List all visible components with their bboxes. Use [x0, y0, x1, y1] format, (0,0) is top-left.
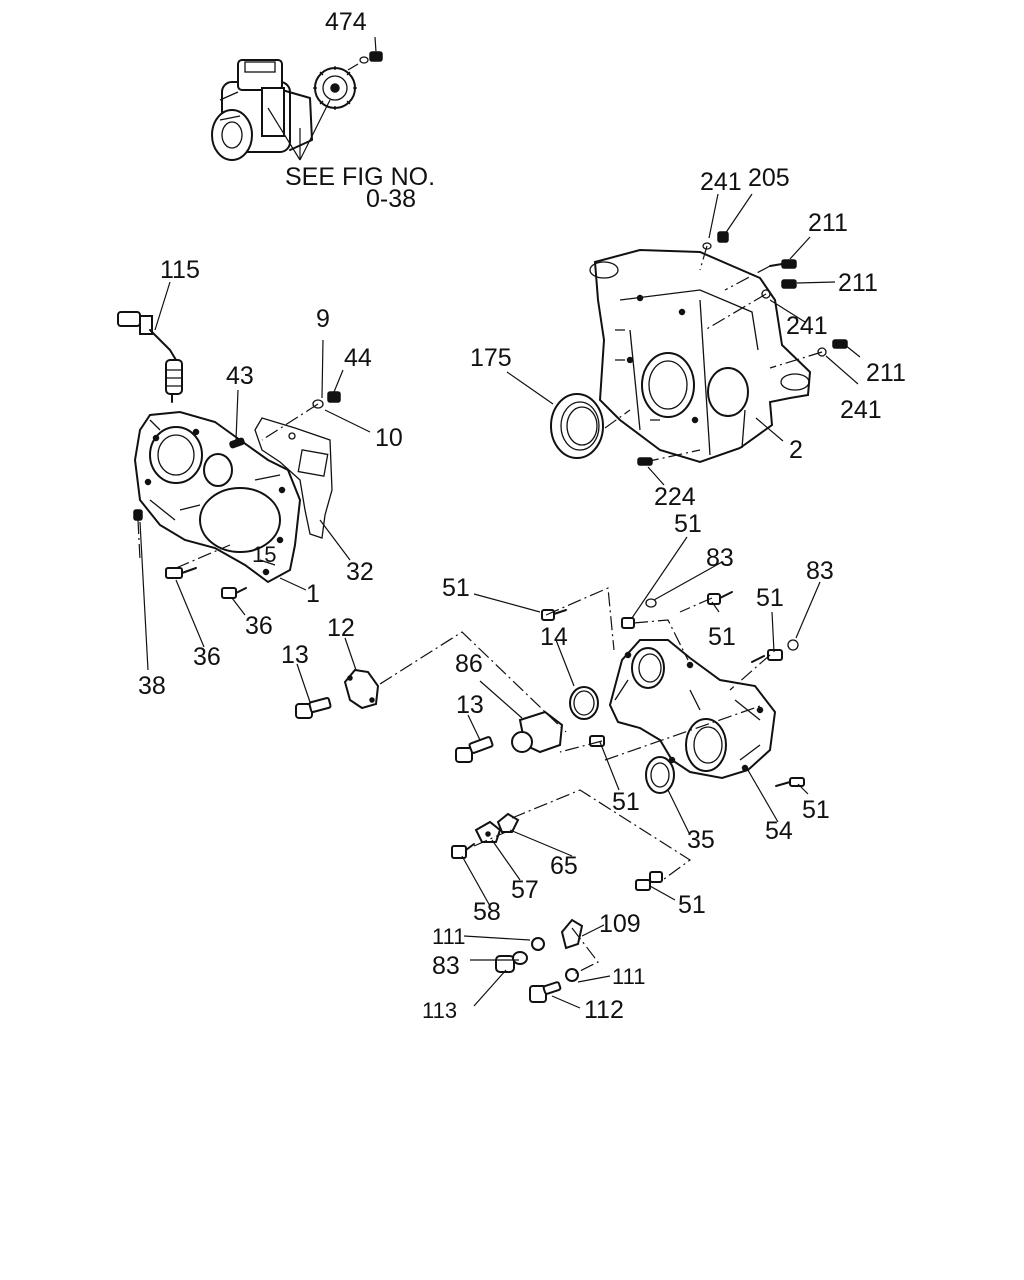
callout-1: 1	[306, 580, 320, 608]
callout-241: 241	[840, 396, 882, 424]
flywheel-guide-lines	[604, 245, 823, 463]
see-fig-number: 0-38	[366, 185, 416, 213]
callout-83: 83	[706, 544, 734, 572]
o-ring-14	[569, 686, 599, 720]
callout-241: 241	[700, 168, 742, 196]
callout-211: 211	[808, 209, 848, 237]
callout-13: 13	[281, 641, 309, 669]
see-fig-label: SEE FIG NO.	[285, 163, 435, 191]
bolt-13-upper	[295, 697, 332, 719]
cover-guide-lines	[379, 587, 771, 976]
callout-474: 474	[325, 8, 367, 36]
gasket-32	[254, 417, 333, 539]
callout-111: 111	[432, 924, 465, 949]
stud-51-lower	[635, 871, 663, 891]
callout-111: 111	[612, 964, 645, 989]
callout-83: 83	[432, 952, 460, 980]
flywheel-leaders	[506, 193, 861, 486]
callout-36: 36	[193, 643, 221, 671]
callout-51: 51	[674, 510, 702, 538]
callout-65: 65	[550, 852, 578, 880]
callout-12: 12	[327, 614, 355, 642]
oil-seal-175	[550, 393, 604, 459]
callout-43: 43	[226, 362, 254, 390]
callout-54: 54	[765, 817, 793, 845]
bolt-13-lower	[455, 736, 494, 763]
callout-211: 211	[866, 359, 906, 387]
callout-44: 44	[344, 344, 372, 372]
sensor-115	[117, 311, 183, 403]
callout-51: 51	[612, 788, 640, 816]
callout-51: 51	[756, 584, 784, 612]
compressor-gear	[313, 66, 357, 110]
callout-9: 9	[316, 305, 330, 333]
callout-10: 10	[375, 424, 403, 452]
bracket-65-57-58	[451, 812, 520, 859]
callout-112: 112	[584, 996, 624, 1024]
callout-14: 14	[540, 623, 568, 651]
callout-2: 2	[789, 436, 803, 464]
callout-38: 38	[138, 672, 166, 700]
callout-58: 58	[473, 898, 501, 926]
callout-51: 51	[802, 796, 830, 824]
callout-51: 51	[708, 623, 736, 651]
clamp-109-group	[495, 918, 584, 1003]
seal-35	[645, 756, 675, 794]
callout-13: 13	[456, 691, 484, 719]
callout-224: 224	[654, 483, 696, 511]
cover-12	[343, 668, 380, 710]
callout-83: 83	[806, 557, 834, 585]
callout-57: 57	[511, 876, 539, 904]
gear-nut-474	[347, 36, 383, 71]
case-leaders	[139, 281, 371, 671]
callout-205: 205	[748, 164, 790, 192]
callout-35: 35	[687, 826, 715, 854]
flywheel-housing	[589, 248, 812, 464]
callout-51: 51	[442, 574, 470, 602]
callout-32: 32	[346, 558, 374, 586]
callout-36: 36	[245, 612, 273, 640]
callout-113: 113	[422, 998, 457, 1023]
callout-51: 51	[678, 891, 706, 919]
gear-case-1: 15	[133, 410, 302, 584]
callout-175: 175	[470, 344, 512, 372]
air-compressor	[211, 59, 313, 161]
see-fig-leader	[267, 99, 331, 161]
front-cover-54	[608, 639, 777, 780]
callout-241: 241	[786, 312, 828, 340]
callout-109: 109	[599, 910, 641, 938]
callout-211: 211	[838, 269, 878, 297]
case-guide-lines	[137, 403, 319, 569]
cover-leaders	[296, 536, 821, 1009]
housing-86	[511, 710, 564, 754]
svg-text:15: 15	[252, 542, 276, 567]
callout-115: 115	[160, 256, 200, 284]
callout-86: 86	[455, 650, 483, 678]
housing-fasteners	[637, 231, 848, 466]
